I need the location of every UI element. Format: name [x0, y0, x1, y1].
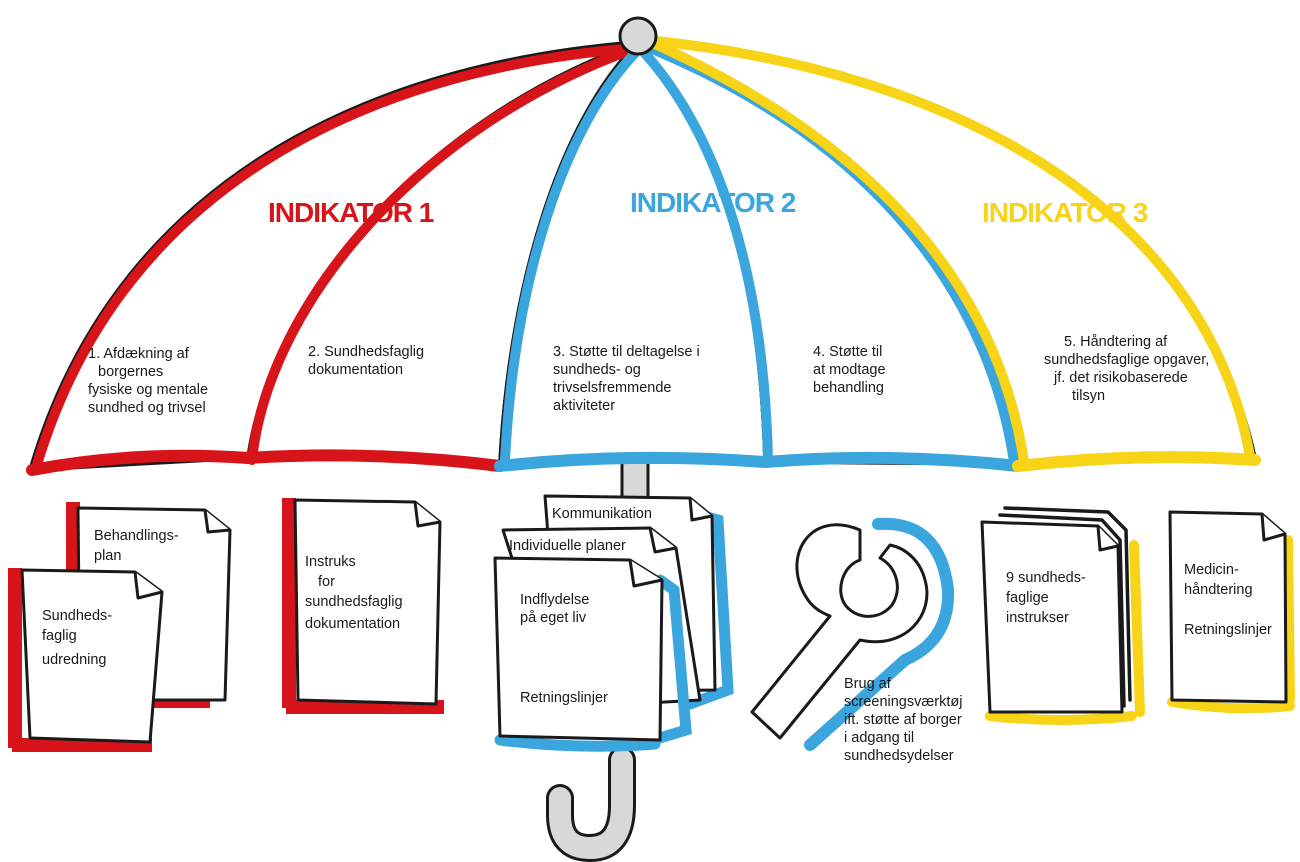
- document-label: Indflydelse: [520, 592, 589, 608]
- document-label: sundhed og trivsel: [88, 400, 206, 416]
- sketch-stroke: [648, 527, 677, 554]
- sketch-stroke: [1283, 535, 1295, 705]
- doc-instrukser: 9 sundheds- faglige instrukser: [980, 506, 1145, 725]
- document-label: behandling: [813, 380, 884, 396]
- panel-text-2: 2. Sundhedsfaglig dokumentation: [308, 344, 424, 378]
- sketch-stroke: [293, 498, 442, 706]
- document-label: sundhedsfaglig: [305, 594, 403, 610]
- indicator-2-title: INDIKATOR 2: [630, 187, 796, 218]
- document-label: Behandlings-: [94, 528, 179, 544]
- document-label: jf. det risikobaserede: [1053, 370, 1188, 386]
- sketch-stroke: [494, 734, 661, 752]
- document-label: sundhedsfaglige opgaver,: [1044, 352, 1209, 368]
- sketch-stroke: [282, 498, 296, 708]
- document-label: 2. Sundhedsfaglig: [308, 344, 424, 360]
- document-label: sundhedsydelser: [844, 748, 954, 764]
- document-label: 9 sundheds-: [1006, 570, 1086, 586]
- document-label: dokumentation: [305, 616, 400, 632]
- panel-text-5: 5. Håndtering af sundhedsfaglige opgaver…: [1044, 334, 1209, 404]
- panel-text-4: 4. Støtte til at modtage behandling: [813, 344, 886, 396]
- document-label: Brug af: [844, 676, 892, 692]
- document-label: udredning: [42, 652, 107, 668]
- document-label: 1. Afdækning af: [88, 346, 190, 362]
- hem-red: [26, 449, 506, 476]
- sketch-stroke: [1167, 697, 1295, 714]
- document-label: tilsyn: [1072, 388, 1105, 404]
- sketch-stroke: [20, 568, 164, 744]
- rib-red-outer: [31, 43, 641, 473]
- document-label: sundheds- og: [553, 362, 641, 378]
- sketch-stroke: [8, 568, 22, 748]
- document-label: for: [318, 574, 335, 590]
- document-label: 5. Håndtering af: [1064, 334, 1168, 350]
- doc-stack-indicator-2: Kommunikation Individuelle planer Indfly…: [493, 494, 734, 752]
- doc-individuelle-planer: Individuelle planer: [509, 538, 626, 554]
- rib-yellow-inner: [641, 35, 1029, 467]
- document-label: ift. støtte af borger: [844, 712, 962, 728]
- rib-yellow-outer: [641, 35, 1255, 461]
- document-label: Retningslinjer: [520, 690, 608, 706]
- sketch-stroke: [549, 749, 633, 860]
- rib-blue-left: [500, 43, 645, 465]
- screening-wrench: Brug af screeningsværktøj ift. støtte af…: [750, 517, 962, 764]
- document-label: Retningslinjer: [1184, 622, 1272, 638]
- indicator-1-title: INDIKATOR 1: [268, 197, 434, 228]
- umbrella-canopy: [26, 16, 1261, 476]
- sketch-stroke: [750, 523, 929, 740]
- document-label: aktiviteter: [553, 398, 615, 414]
- document-label: fysiske og mentale: [88, 382, 208, 398]
- document-label: i adgang til: [844, 730, 914, 746]
- sketch-stroke: [493, 556, 664, 742]
- document-label: faglig: [42, 628, 77, 644]
- sketch-stroke: [980, 520, 1124, 714]
- document-label: screeningsværktøj: [844, 694, 962, 710]
- sketch-stroke: [688, 497, 713, 522]
- document-label: på eget liv: [520, 610, 587, 626]
- sketch-stroke: [203, 509, 231, 534]
- document-label: Sundheds-: [42, 608, 112, 624]
- document-label: dokumentation: [308, 362, 403, 378]
- sketch-stroke: [1168, 510, 1288, 704]
- sketch-stroke: [413, 501, 441, 528]
- doc-medicin: Medicin- håndtering Retningslinjer: [1167, 510, 1295, 714]
- umbrella-tip: [618, 16, 658, 56]
- document-label: faglige: [1006, 590, 1049, 606]
- canopy-panel-5: [636, 40, 1257, 466]
- canopy-panel-4: [636, 40, 1020, 466]
- doc-instruks: Instruks for sundhedsfaglig dokumentatio…: [282, 498, 444, 714]
- sketch-stroke: [133, 571, 163, 600]
- sketch-stroke: [634, 574, 692, 750]
- sketch-stroke: [998, 513, 1126, 708]
- umbrella-handle: [546, 460, 650, 862]
- indicator-3-title: INDIKATOR 3: [982, 197, 1148, 228]
- sketch-stroke: [1003, 506, 1132, 702]
- document-label: håndtering: [1184, 582, 1253, 598]
- sketch-stroke: [985, 711, 1137, 725]
- sketch-stroke: [804, 517, 955, 751]
- document-label: 4. Støtte til: [813, 344, 882, 360]
- sketch-stroke: [1129, 540, 1145, 717]
- document-label: instrukser: [1006, 610, 1069, 626]
- rib-blue-right: [635, 39, 1019, 467]
- sketch-stroke: [1096, 525, 1119, 552]
- document-label: Instruks: [305, 554, 356, 570]
- document-label: Medicin-: [1184, 562, 1239, 578]
- panel-text-3: 3. Støtte til deltagelse i sundheds- og …: [553, 344, 700, 414]
- doc-sundhedsfaglig-udredning: Sundheds- faglig udredning: [8, 568, 164, 752]
- panel-text-1: 1. Afdækning af borgernes fysiske og men…: [88, 346, 208, 416]
- hem-yellow: [1012, 451, 1261, 472]
- sketch-stroke: [1260, 513, 1286, 542]
- rib-blue-mid: [635, 43, 773, 465]
- doc-kommunikation: Kommunikation: [552, 506, 652, 522]
- document-label: 3. Støtte til deltagelse i: [553, 344, 700, 360]
- document-label: plan: [94, 548, 121, 564]
- document-label: trivselsfremmende: [553, 380, 671, 396]
- rib-red-inner: [247, 43, 641, 465]
- sketch-stroke: [628, 559, 663, 588]
- document-label: borgernes: [98, 364, 163, 380]
- document-label: at modtage: [813, 362, 886, 378]
- hem-blue: [494, 451, 1024, 472]
